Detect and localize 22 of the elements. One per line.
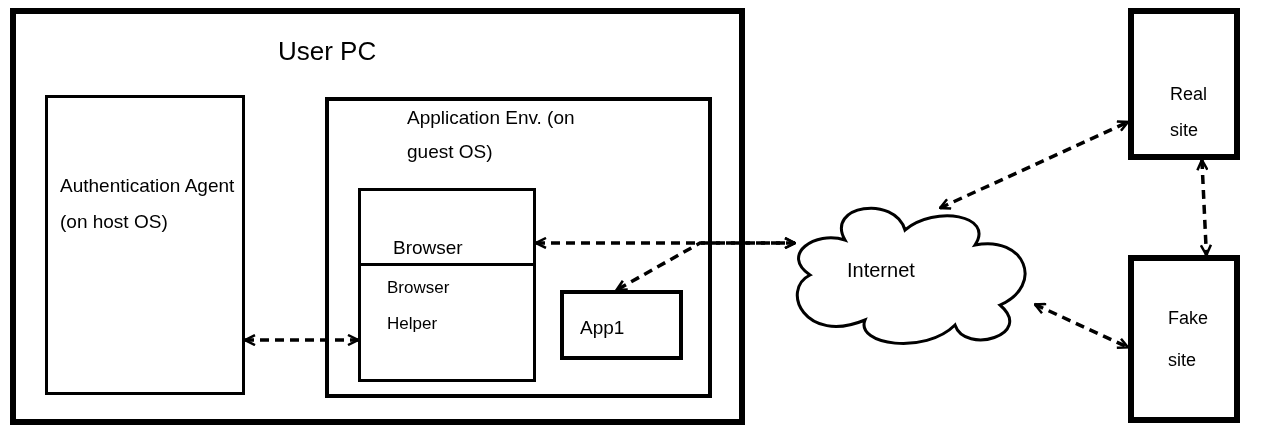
browser-box xyxy=(358,188,536,266)
node-label: Application Env. (on guest OS) xyxy=(407,106,576,164)
dashed-arrow xyxy=(938,120,1130,210)
agent-box xyxy=(45,95,245,395)
helper-box xyxy=(358,263,536,382)
node-label: Browser Helper xyxy=(387,277,451,335)
site-box xyxy=(1128,255,1240,423)
dashed-arrow xyxy=(615,236,797,292)
node-label: Internet xyxy=(847,258,915,283)
environment-box xyxy=(325,97,712,398)
node-label: Real site xyxy=(1170,83,1209,142)
dashed-arrow xyxy=(243,333,360,347)
outer-box xyxy=(10,8,745,425)
node-label: Authentication Agent (on host OS) xyxy=(60,174,235,234)
node-label: Browser xyxy=(393,236,463,260)
node-label: User PC xyxy=(278,35,377,68)
dashed-arrow xyxy=(1033,302,1130,349)
node-label: Fake site xyxy=(1168,307,1210,372)
site-box xyxy=(1128,8,1240,160)
app-box xyxy=(560,290,683,360)
node-label: App1 xyxy=(580,316,625,340)
dashed-arrow xyxy=(1196,158,1213,257)
